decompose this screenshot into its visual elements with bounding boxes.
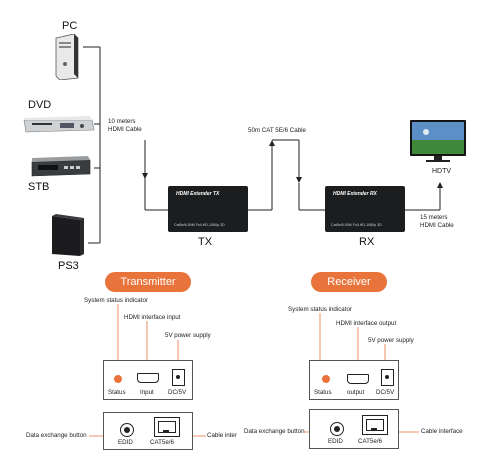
source-pc: PC [30,20,90,80]
input-cable-label: 10 meters HDMI Cable [108,118,142,133]
rx-power-supply-label: 5V power supply [368,337,414,344]
tx-logo: HDMI Extender TX [176,191,220,197]
rx-label: RX [359,236,375,248]
tx-cat-label: CAT5e/6 [150,439,174,446]
receiver-title: Receiver [311,272,387,292]
rx-hdmi-interface-label: HDMI interface output [336,320,397,327]
tx-status-led [114,375,122,383]
tx-back-panel: EDID CAT5e/6 [103,412,193,450]
rx-power-label: DC/5V [376,389,395,396]
tx-power-jack [172,369,185,386]
rx-cable-interface-label: Cable interface [421,428,463,435]
tx-edid-button [120,423,134,437]
rx-system-status-label: System status indicator [288,306,352,313]
tx-label: TX [198,236,213,248]
tx-system-status-label: System status indicator [84,297,148,304]
rx-logo: HDMI Extender RX [333,191,377,197]
source-label: PC [62,20,78,32]
tx-edid-label: EDID [118,439,133,446]
set-top-box-icon [31,156,91,177]
pc-tower-icon [55,34,79,80]
tx-hdmi-interface-label: HDMI interface input [124,314,181,321]
tx-caption: Cat5e/6-50M Full-HD-1080p 3D [174,223,225,227]
source-label: PS3 [58,260,79,272]
rx-extender-device: HDMI Extender RX Cat5e/6-50M Full-HD-108… [325,186,405,232]
tx-data-exchange-label: Data exchange button [26,432,87,439]
tx-front-panel: Status Input DC/5V [103,360,193,400]
tx-hdmi-port [137,373,159,383]
rx-rj45-port [362,415,388,435]
rx-status-label: Status [314,389,332,396]
rx-port-label: output [347,389,365,396]
tx-port-label: Input [140,389,154,396]
rx-status-led [322,375,330,383]
transmitter-title: Transmitter [105,272,191,292]
rx-back-panel: EDID CAT5e/6 [309,409,399,449]
rx-front-panel: Status output DC/5V [309,360,399,400]
tx-power-label: DC/5V [168,389,187,396]
dvd-player-icon [23,116,95,133]
tx-rj45-port [154,417,180,437]
rx-caption: Cat5e/6-50M Full-HD-1080p 3D [331,223,382,227]
tx-power-supply-label: 5V power supply [165,332,211,339]
hdtv-icon [410,120,466,162]
rx-edid-label: EDID [328,438,343,445]
tx-status-label: Status [108,389,126,396]
rx-data-exchange-label: Data exchange button [244,428,305,435]
output-cable-label: 15 meters HDMI Cable [420,214,454,229]
rx-hdmi-port [347,374,369,384]
link-cable-label: 50m CAT 5E/6 Cable [248,127,306,134]
source-label: STB [28,181,50,193]
tx-extender-device: HDMI Extender TX Cat5e/6-50M Full-HD-108… [168,186,248,232]
rx-power-jack [381,369,394,386]
hdtv-label: HDTV [432,168,452,175]
rx-cat-label: CAT5e/6 [358,438,382,445]
tx-cable-interface-label: Cable inter [207,432,237,439]
ps3-console-icon [52,214,84,256]
rx-edid-button [330,422,344,436]
source-label: DVD [28,99,52,111]
